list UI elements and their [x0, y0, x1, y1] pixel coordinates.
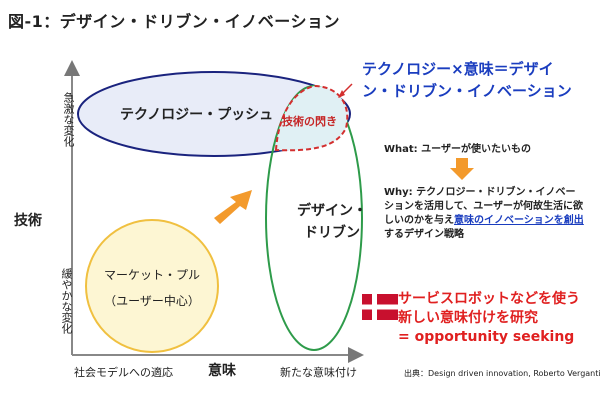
source-citation: 出典：Design driven innovation, Roberto Ver… — [404, 369, 600, 378]
why-part2: するデザイン戦略 — [384, 229, 464, 240]
design-driven-line1: デザイン・ — [297, 203, 367, 219]
what-text: What: ユーザーが使いたいもの — [384, 144, 531, 155]
y-axis-top-label: 急激な変化 — [62, 92, 75, 147]
spark-label: 技術の閃き — [282, 115, 337, 128]
orange-arrow — [214, 190, 252, 224]
robot-line3: = opportunity seeking — [398, 329, 575, 345]
x-axis-left-label: 社会モデルへの適応 — [74, 366, 173, 379]
why-part1: Why: テクノロジー・ドリブン・イノベーションを活用して、ユーザーが何故生活に… — [384, 187, 583, 226]
page-title: 図-1：デザイン・ドリブン・イノベーション — [8, 12, 340, 31]
design-driven-label: デザイン・ ドリブン — [272, 200, 392, 244]
y-axis-label: 技術 — [14, 213, 42, 229]
why-text: Why: テクノロジー・ドリブン・イノベーションを活用して、ユーザーが何故生活に… — [384, 186, 584, 242]
robot-research-text: サービスロボットなどを使う 新しい意味付けを研究 = opportunity s… — [398, 290, 598, 347]
technology-push-label: テクノロジー・プッシュ — [120, 107, 274, 123]
design-driven-line2: ドリブン — [304, 225, 360, 241]
x-axis-right-label: 新たな意味付け — [280, 366, 357, 379]
robot-line2: 新しい意味付けを研究 — [398, 310, 538, 326]
robot-line1: サービスロボットなどを使う — [398, 291, 580, 307]
x-axis-label: 意味 — [208, 363, 236, 379]
why-highlight: 意味のイノベーションを創出 — [454, 215, 584, 226]
market-pull-line2: （ユーザー中心） — [104, 294, 200, 308]
market-pull-line1: マーケット・プル — [103, 268, 200, 282]
market-pull-circle — [85, 219, 219, 353]
down-arrow — [450, 158, 474, 180]
denmark-flag-icon — [362, 294, 398, 320]
spark-overlap-region — [274, 84, 349, 152]
y-axis-bottom-label: 緩やかな変化 — [60, 268, 73, 334]
market-pull-label: マーケット・プル （ユーザー中心） — [92, 262, 212, 314]
formula-text: テクノロジー×意味＝デザイン・ドリブン・イノベーション — [362, 60, 572, 100]
